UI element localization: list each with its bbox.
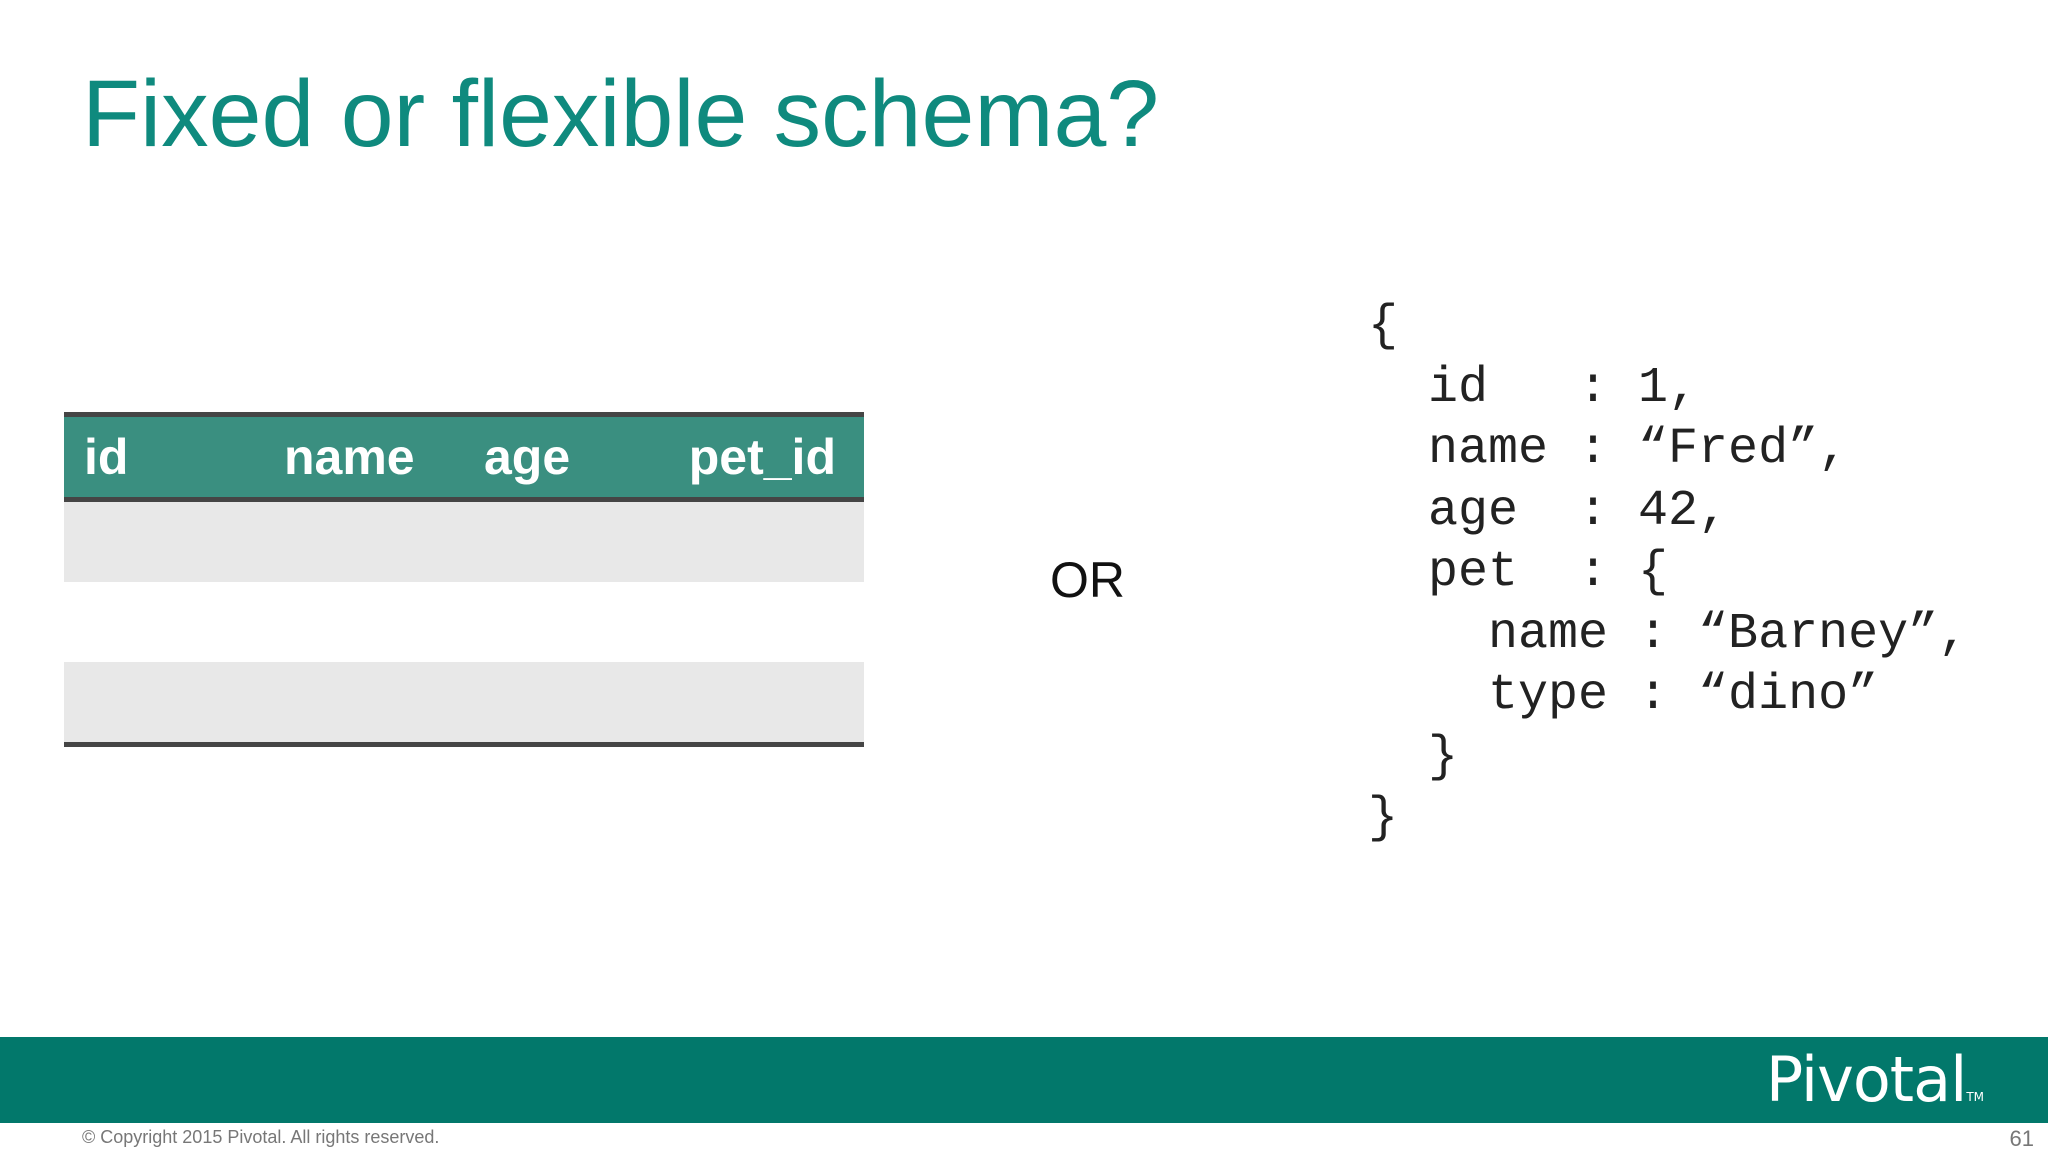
column-header-id: id — [84, 429, 129, 485]
footer-bar: PivotalTM — [0, 1037, 2048, 1123]
table-row — [64, 662, 864, 742]
or-separator: OR — [1050, 552, 1125, 608]
schema-table: id name age pet_id — [64, 412, 864, 747]
json-document-example: { id : 1, name : “Fred”, age : 42, pet :… — [1368, 298, 1969, 847]
column-header-name: name — [284, 429, 415, 485]
logo-trademark: TM — [1966, 1090, 1984, 1104]
table-bottom-border — [64, 742, 864, 747]
table-row — [64, 502, 864, 582]
page-number: 61 — [2009, 1126, 2034, 1151]
pivotal-logo: PivotalTM — [1766, 1045, 1984, 1132]
table-row — [64, 582, 864, 662]
logo-text: Pivotal — [1765, 1043, 1967, 1116]
table-header: id name age pet_id — [64, 412, 864, 502]
column-header-age: age — [484, 429, 571, 485]
copyright-notice: © Copyright 2015 Pivotal. All rights res… — [82, 1127, 440, 1147]
slide-title: Fixed or flexible schema? — [82, 61, 1160, 167]
column-header-pet-id: pet_id — [688, 429, 836, 485]
